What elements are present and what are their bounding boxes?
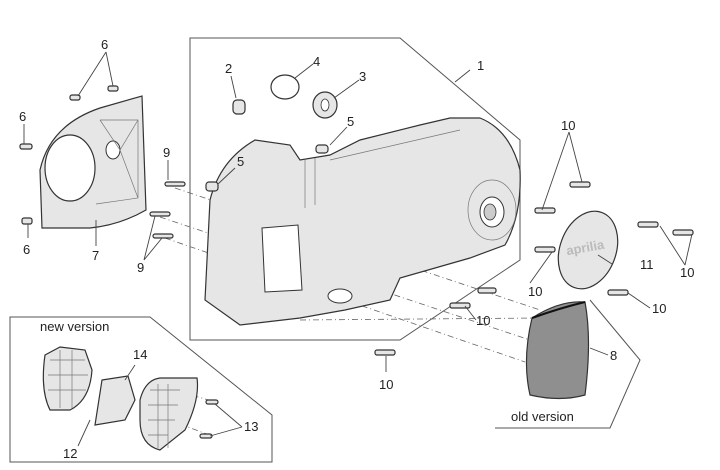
part-11-logo-cap bbox=[557, 210, 619, 290]
part-1-transmission-cover bbox=[204, 117, 521, 326]
callout-6b: 6 bbox=[19, 109, 27, 124]
callout-10d: 10 bbox=[476, 313, 491, 328]
callout-10b: 10 bbox=[680, 265, 695, 280]
part-8-air-duct bbox=[525, 301, 590, 400]
callout-6a: 6 bbox=[101, 37, 109, 52]
part-12-filter-cover bbox=[139, 377, 199, 451]
callout-6c: 6 bbox=[23, 242, 31, 257]
part-14-filter-gasket bbox=[94, 375, 136, 426]
callout-1: 1 bbox=[477, 58, 485, 73]
screws-9 bbox=[149, 181, 186, 239]
part-2-bushing bbox=[232, 99, 246, 115]
callout-8: 8 bbox=[610, 348, 618, 363]
screws-13 bbox=[199, 399, 219, 439]
part-7-side-plate bbox=[39, 95, 147, 229]
callout-5a: 5 bbox=[347, 114, 355, 129]
screws-10 bbox=[374, 181, 694, 356]
callout-10f: 10 bbox=[379, 377, 394, 392]
callout-4: 4 bbox=[313, 54, 321, 69]
callout-2: 2 bbox=[225, 61, 233, 76]
leader-lines bbox=[23, 51, 693, 447]
assembly-frame-1 bbox=[189, 37, 521, 341]
part-12-filter-housing bbox=[42, 346, 93, 411]
callout-10a: 10 bbox=[561, 118, 576, 133]
part-5-dowel-b bbox=[205, 181, 219, 192]
part-3-oil-seal bbox=[312, 91, 338, 119]
new-version-frame bbox=[9, 316, 273, 463]
callout-3: 3 bbox=[359, 69, 367, 84]
callout-14: 14 bbox=[133, 347, 148, 362]
callout-7: 7 bbox=[92, 248, 100, 263]
screws-6 bbox=[19, 85, 119, 225]
callout-5b: 5 bbox=[237, 154, 245, 169]
callout-11: 11 bbox=[640, 257, 654, 272]
callout-12: 12 bbox=[63, 446, 78, 461]
old-version-frame bbox=[495, 299, 641, 429]
new-version-label: new version bbox=[40, 319, 110, 334]
callout-9a: 9 bbox=[163, 145, 171, 160]
part-4-circlip bbox=[270, 74, 300, 100]
callout-9b: 9 bbox=[137, 260, 145, 275]
old-version-label: old version bbox=[511, 409, 574, 424]
part-5-dowel-a bbox=[315, 144, 329, 154]
callout-13: 13 bbox=[244, 419, 259, 434]
callout-10c: 10 bbox=[528, 284, 543, 299]
callout-10e: 10 bbox=[652, 301, 667, 316]
